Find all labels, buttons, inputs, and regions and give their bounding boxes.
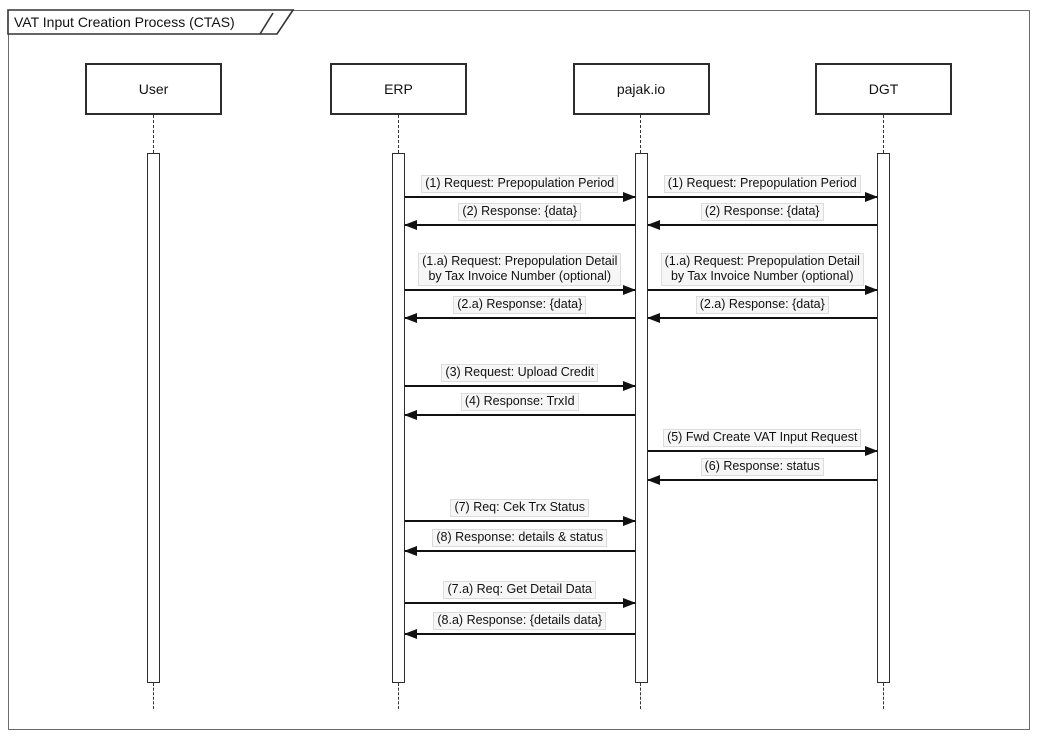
message-label: (7) Req: Cek Trx Status bbox=[405, 498, 635, 517]
arrowhead-icon bbox=[646, 475, 660, 485]
message-line bbox=[405, 414, 635, 416]
message-line bbox=[405, 633, 635, 635]
message-label-text: (6) Response: status bbox=[700, 457, 824, 476]
participant-label: ERP bbox=[384, 81, 413, 97]
message-line bbox=[647, 289, 877, 291]
lifeline-tail-erp bbox=[397, 683, 399, 709]
message-line bbox=[405, 224, 635, 226]
message-line bbox=[647, 317, 877, 319]
message-label-text: (3) Request: Upload Credit bbox=[441, 363, 599, 382]
message-label: (1) Request: Prepopulation Period bbox=[405, 174, 635, 193]
message-label-text: (4) Response: TrxId bbox=[460, 392, 579, 411]
message-label-text: (5) Fwd Create VAT Input Request bbox=[663, 428, 862, 447]
participant-box-dgt: DGT bbox=[815, 63, 952, 115]
diagram-title: VAT Input Creation Process (CTAS) bbox=[14, 14, 235, 30]
activation-bar-dgt bbox=[877, 153, 890, 683]
message-line bbox=[405, 520, 635, 522]
message-line bbox=[647, 479, 877, 481]
message-label-text: (7) Req: Cek Trx Status bbox=[450, 498, 590, 517]
message-line bbox=[405, 317, 635, 319]
arrowhead-icon bbox=[404, 546, 417, 556]
message-label: (1.a) Request: Prepopulation Detail by T… bbox=[648, 252, 878, 286]
message-line bbox=[405, 550, 635, 552]
participant-label: DGT bbox=[868, 81, 899, 97]
arrowhead-icon bbox=[646, 313, 660, 323]
lifeline-tail-user bbox=[152, 683, 154, 709]
message-line bbox=[405, 385, 635, 387]
frame-title-pentagon bbox=[7, 9, 295, 35]
message-label: (1.a) Request: Prepopulation Detail by T… bbox=[405, 252, 635, 286]
lifeline-tail-dgt bbox=[882, 683, 884, 709]
participant-box-user: User bbox=[85, 63, 222, 115]
lifeline-erp bbox=[397, 115, 399, 153]
participant-box-pajakio: pajak.io bbox=[572, 63, 710, 115]
arrowhead-icon bbox=[622, 381, 636, 391]
arrowhead-icon bbox=[404, 220, 417, 230]
message-line bbox=[405, 602, 635, 604]
arrowhead-icon bbox=[646, 220, 660, 230]
arrowhead-icon bbox=[865, 192, 878, 202]
arrowhead-icon bbox=[622, 192, 636, 202]
lifeline-tail-pajakio bbox=[640, 683, 641, 709]
lifeline-user bbox=[152, 115, 154, 153]
message-label: (7.a) Req: Get Detail Data bbox=[405, 580, 635, 599]
message-label-text: (2) Response: {data} bbox=[700, 202, 824, 221]
arrowhead-icon bbox=[404, 313, 417, 323]
message-label-text: (8) Response: details & status bbox=[432, 528, 608, 547]
message-label: (2) Response: {data} bbox=[648, 202, 878, 221]
message-line bbox=[647, 450, 877, 452]
message-label-text: (1.a) Request: Prepopulation Detail by T… bbox=[660, 252, 864, 286]
message-line bbox=[405, 289, 635, 291]
message-line bbox=[647, 196, 877, 198]
message-label-text: (1) Request: Prepopulation Period bbox=[663, 174, 861, 193]
message-line bbox=[647, 224, 877, 226]
message-label-text: (8.a) Response: {details data} bbox=[433, 611, 607, 630]
message-label: (4) Response: TrxId bbox=[405, 392, 635, 411]
message-label: (2) Response: {data} bbox=[405, 202, 635, 221]
message-label-text: (2) Response: {data} bbox=[458, 202, 582, 221]
message-label: (6) Response: status bbox=[648, 457, 878, 476]
activation-bar-pajakio bbox=[634, 153, 648, 683]
message-label: (3) Request: Upload Credit bbox=[405, 363, 635, 382]
participant-label: User bbox=[138, 81, 169, 97]
lifeline-pajakio bbox=[640, 115, 641, 153]
message-label: (8) Response: details & status bbox=[405, 528, 635, 547]
arrowhead-icon bbox=[865, 446, 878, 456]
arrowhead-icon bbox=[622, 285, 636, 295]
arrowhead-icon bbox=[404, 410, 417, 420]
message-label: (2.a) Response: {data} bbox=[405, 295, 635, 314]
arrowhead-icon bbox=[865, 285, 878, 295]
message-label-text: (2.a) Response: {data} bbox=[695, 295, 829, 314]
message-line bbox=[405, 196, 635, 198]
message-label-text: (1) Request: Prepopulation Period bbox=[421, 174, 619, 193]
message-label: (1) Request: Prepopulation Period bbox=[648, 174, 878, 193]
participant-label: pajak.io bbox=[616, 81, 666, 97]
arrowhead-icon bbox=[622, 516, 636, 526]
activation-bar-user bbox=[147, 153, 160, 683]
arrowhead-icon bbox=[404, 629, 417, 639]
arrowhead-icon bbox=[622, 598, 636, 608]
diagram-frame: VAT Input Creation Process (CTAS) User ER… bbox=[7, 9, 1030, 730]
lifeline-dgt bbox=[882, 115, 884, 153]
message-label-text: (7.a) Req: Get Detail Data bbox=[443, 580, 596, 599]
participant-box-erp: ERP bbox=[330, 63, 467, 115]
message-label: (8.a) Response: {details data} bbox=[405, 611, 635, 630]
message-label: (5) Fwd Create VAT Input Request bbox=[648, 428, 878, 447]
message-label: (2.a) Response: {data} bbox=[648, 295, 878, 314]
message-label-text: (2.a) Response: {data} bbox=[453, 295, 587, 314]
message-label-text: (1.a) Request: Prepopulation Detail by T… bbox=[418, 252, 622, 286]
